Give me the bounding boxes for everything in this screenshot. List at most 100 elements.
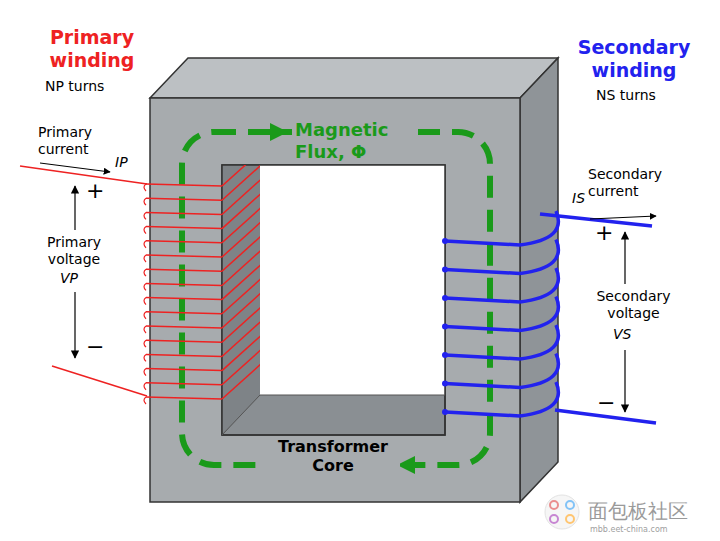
turns-label: NS turns (596, 87, 656, 104)
core-label: Transformer Core (266, 436, 400, 476)
primary-coil-turn (144, 198, 146, 205)
primary-coil-turn (144, 326, 146, 333)
voltage-arrow (624, 232, 625, 284)
secondary-coil-turn (520, 268, 558, 302)
primary-coil-turn (144, 255, 146, 262)
voltage-symbol: VS (613, 326, 631, 343)
secondary-coil-turn (520, 297, 558, 331)
polarity-sign: − (597, 390, 615, 416)
voltage-arrow (74, 292, 75, 358)
flux-path (182, 132, 490, 465)
primary-coil-turn (144, 312, 146, 319)
primary-coil-turn (144, 340, 146, 347)
secondary-coil-turn (442, 267, 448, 273)
primary-coil-turn (222, 363, 260, 399)
polarity-sign: − (86, 334, 104, 360)
primary-coil-turn (146, 283, 222, 285)
primary-coil-turn (222, 207, 260, 243)
primary-coil-turn (144, 227, 146, 234)
primary-coil-turn (222, 264, 260, 300)
primary-coil-turn (222, 249, 260, 285)
primary-coil-turn (146, 369, 222, 371)
current-symbol: IP (115, 154, 128, 171)
primary-coil-turn (146, 198, 222, 200)
secondary-coil-turn (442, 381, 448, 387)
watermark-logo (545, 495, 579, 529)
primary-coil-turn (222, 335, 260, 371)
primary-coil-turn (146, 340, 222, 342)
primary-coil-turn (222, 292, 260, 328)
primary-coil-turn (146, 354, 222, 356)
primary-coil-turn (222, 349, 260, 385)
primary-lead (52, 366, 147, 396)
secondary-coil-turn (442, 238, 448, 244)
primary-coil-turn (222, 306, 260, 342)
secondary-coil-turn (445, 384, 520, 388)
primary-coil-turn (144, 354, 146, 361)
primary-coil-turn (146, 312, 222, 314)
current-symbol: IS (572, 190, 585, 207)
watermark: mbb.eet-china.com (590, 525, 668, 535)
winding-title: Primary winding (28, 26, 156, 72)
secondary-coil-turn (442, 352, 448, 358)
secondary-coil-turn (445, 241, 520, 245)
primary-coil-turn (144, 397, 146, 404)
primary-coil-turn (222, 278, 260, 314)
voltage-arrow (74, 186, 75, 230)
current-arrow (40, 163, 110, 172)
secondary-coil-turn (445, 327, 520, 331)
polarity-sign: + (595, 220, 613, 246)
primary-coil-turn (144, 369, 146, 376)
primary-coil-turn (222, 221, 260, 257)
polarity-sign: + (86, 178, 104, 204)
primary-coil-turn (146, 212, 222, 214)
flux-label: Magnetic Flux, Φ (292, 118, 408, 163)
secondary-coil-turn (445, 298, 520, 302)
secondary-coil-turn (520, 240, 558, 274)
current-label: Primary current (38, 124, 118, 158)
current-label: Secondary current (588, 166, 683, 200)
core-right-face (520, 58, 558, 502)
winding-title: Secondary winding (565, 36, 703, 82)
secondary-coil-turn (520, 354, 558, 388)
primary-coil-turn (144, 283, 146, 290)
primary-coil-turn (146, 326, 222, 328)
watermark: 面包板社区 (588, 499, 688, 523)
core-top-face (150, 58, 558, 98)
flux-arrow (270, 123, 288, 141)
secondary-coil-turn (442, 324, 448, 330)
primary-coil-turn (146, 383, 222, 385)
primary-coil-turn (144, 212, 146, 219)
core-front-face (150, 98, 520, 502)
primary-coil-turn (146, 227, 222, 229)
core-window-edge (222, 395, 260, 435)
secondary-coil-turn (445, 355, 520, 359)
voltage-label: Primary voltage (33, 234, 115, 268)
primary-coil-turn (146, 269, 222, 271)
core-window (260, 165, 445, 395)
core-window-inner-wall (222, 165, 445, 435)
primary-coil-turn (144, 269, 146, 276)
primary-coil-turn (222, 178, 260, 214)
secondary-coil-turn (442, 409, 448, 415)
primary-coil-turn (222, 320, 260, 356)
secondary-coil-turn (445, 270, 520, 274)
secondary-coil-turn (442, 295, 448, 301)
primary-coil-turn (222, 235, 260, 271)
secondary-coil-turn (520, 325, 558, 359)
primary-coil-turn (144, 241, 146, 248)
turns-label: NP turns (45, 78, 104, 95)
primary-coil-turn (222, 193, 260, 229)
primary-coil-turn (146, 184, 222, 186)
primary-coil-turn (144, 298, 146, 305)
primary-coil-turn (222, 165, 260, 200)
primary-coil-turn (146, 298, 222, 300)
current-arrow (590, 216, 656, 219)
secondary-coil-turn (445, 412, 520, 416)
primary-coil-turn (146, 397, 222, 399)
core-window-edge (260, 395, 445, 396)
primary-coil-turn (146, 255, 222, 257)
primary-coil-turn (144, 184, 146, 191)
primary-coil-turn (146, 241, 222, 243)
primary-coil-turn (144, 383, 146, 390)
